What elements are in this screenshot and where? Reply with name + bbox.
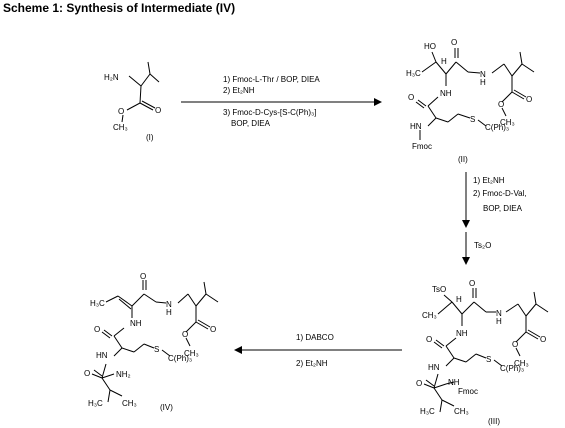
atom-label: H₃C [88,399,103,408]
atom-label: O [408,93,414,102]
atom-label: Fmoc [458,387,478,396]
atom-label: H₃C [406,69,421,78]
atom-label: N [166,300,172,309]
atom-label: NH [440,89,452,98]
atom-label: HN [96,351,108,360]
step1-line3: 3) Fmoc-D-Cys-[S-C(Ph)₃] [223,108,316,117]
step2-line3: BOP, DIEA [483,204,523,213]
atom-label: H [480,78,486,87]
step1-line4: BOP, DIEA [231,119,271,128]
atom-label: CH₃ [113,123,128,132]
atom-label: H [496,317,502,326]
atom-label: H [441,57,447,66]
atom-label: O [416,379,422,388]
atom-label: O [498,100,504,109]
atom-label: H₃C [420,407,435,416]
atom-label: NH [130,319,142,328]
atom-label: CH₃ [422,311,437,320]
compound-label-IV: (IV) [160,403,173,412]
compound-IV [91,280,219,403]
compound-label-I: (I) [146,133,154,142]
atom-label: N [496,309,502,318]
atom-label: H₂N [104,73,119,82]
atom-label: O [469,279,475,288]
atom-label: NH [456,329,468,338]
step4-line1: 1) DABCO [296,333,334,342]
step3-line1: Ts₂O [474,241,491,250]
atom-label: CH₃ [514,359,529,368]
atom-label: NH [448,378,460,387]
atom-label: H [166,308,172,317]
atom-label: CH₃ [454,407,469,416]
atom-label: O [512,340,518,349]
atom-label: O [210,325,216,334]
scheme-title: Scheme 1: Synthesis of Intermediate (IV) [3,1,236,15]
compound-III [423,288,549,413]
atom-label: NH₂ [116,370,131,379]
atom-label: C(Ph)₃ [485,123,509,132]
compound-label-II: (II) [458,155,468,164]
atom-label: O [182,330,188,339]
atom-label: O [426,335,432,344]
compound-I [121,61,160,123]
atom-label: O [118,107,124,116]
atom-label: O [140,272,146,281]
atom-label: S [486,355,491,364]
compound-II [415,48,535,140]
atom-label: CH₃ [500,118,515,127]
atom-label: O [94,325,100,334]
atom-label: HO [424,42,436,51]
step1-line1: 1) Fmoc-L-Thr / BOP, DIEA [223,75,320,84]
atom-label: N [480,70,486,79]
step4-line2: 2) Et₂NH [296,359,328,368]
step1-line2: 2) Et₂NH [223,86,255,95]
atom-label: HN [428,363,440,372]
atom-label: CH₃ [184,349,199,358]
atom-label: O [155,106,161,115]
atom-label: O [526,95,532,104]
atom-label: HN [410,122,422,131]
step2-line2: 2) Fmoc-D-Val, [473,189,527,198]
atom-label: H [456,295,462,304]
atom-label: CH₃ [122,399,137,408]
atom-label: C(Ph)₃ [500,364,524,373]
atom-label: H₃C [90,299,105,308]
step2-line1: 1) Et₂NH [473,176,505,185]
atom-label: O [451,38,457,47]
atom-label: S [154,345,159,354]
atom-label: TsO [432,285,446,294]
atom-label: Fmoc [412,142,432,151]
compound-label-III: (III) [488,417,500,426]
atom-label: O [84,369,90,378]
atom-label: O [540,335,546,344]
atom-label: S [470,115,475,124]
atom-label: C(Ph)₃ [168,354,192,363]
